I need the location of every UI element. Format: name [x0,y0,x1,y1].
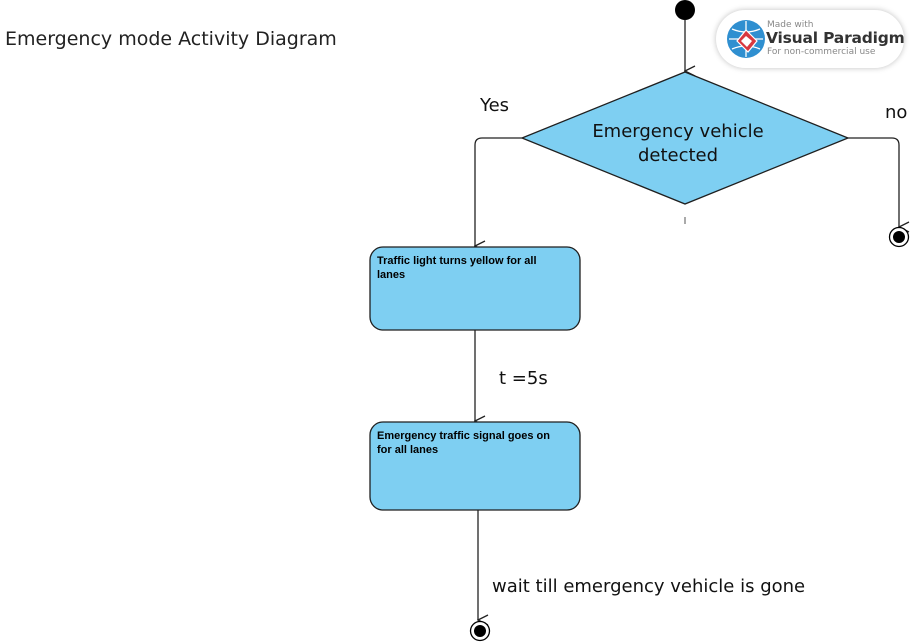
edge-label-yes: Yes [479,95,509,116]
edge-label-no: no [885,102,907,123]
activity-yellow-lights-line1: Traffic light turns yellow for all [377,255,537,267]
watermark-usage: For non-commercial use [767,47,876,57]
initial-node [675,0,695,20]
decision-label-line1: Emergency vehicle [592,121,763,142]
final-node-no-inner [893,231,905,243]
final-node-bottom-inner [474,625,486,637]
edge-yes [475,137,522,246]
decision-node [520,71,850,205]
edge-no [848,137,899,227]
activity-emergency-signal-line2: for all lanes [377,444,438,456]
activity-yellow-lights-line2: lanes [377,269,405,281]
watermark-brand: Visual Paradigm [766,29,905,47]
edge-label-timer: t =5s [499,368,548,389]
watermark-made-with: Made with [767,20,814,30]
activity-emergency-signal [369,421,581,511]
decision-label-line2: detected [638,145,718,166]
edge-label-wait: wait till emergency vehicle is gone [492,576,805,597]
activity-emergency-signal-line1: Emergency traffic signal goes on [377,430,550,442]
diagram-title: Emergency mode Activity Diagram [5,28,337,50]
